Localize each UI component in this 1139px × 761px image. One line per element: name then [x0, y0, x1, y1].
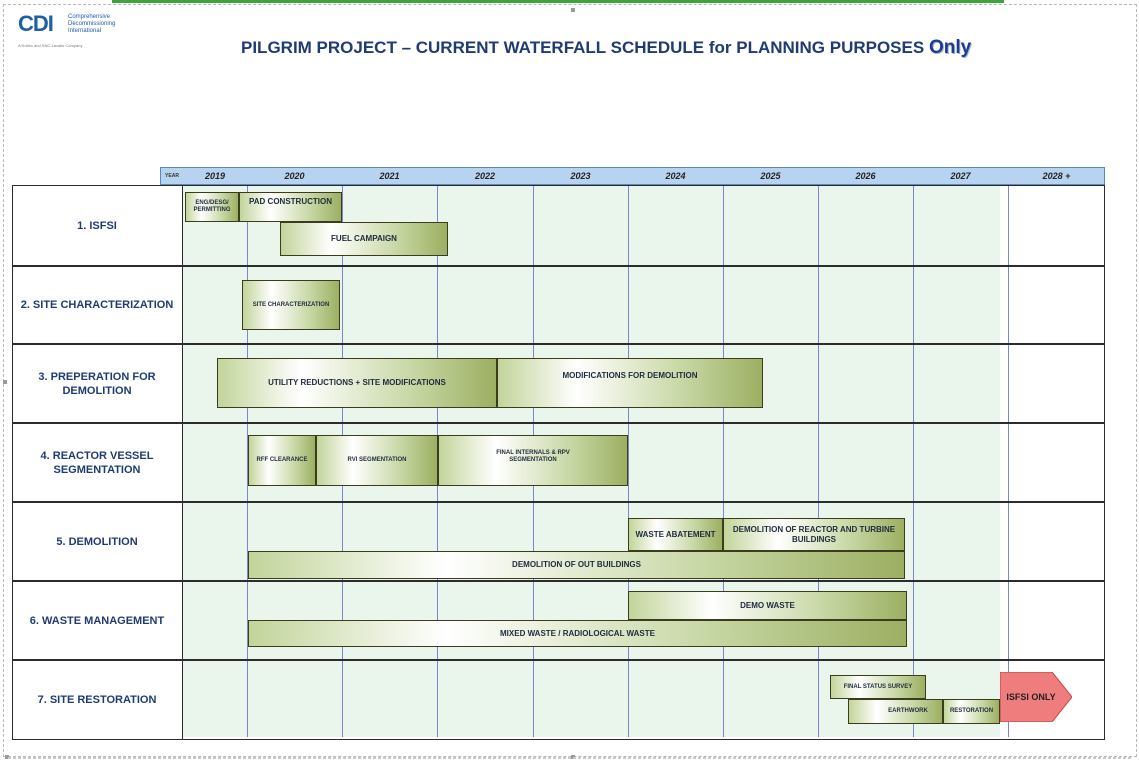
isfsi-only-arrow	[1000, 672, 1072, 722]
year-2020: 2020	[284, 171, 305, 181]
task-eng-permitting: ENG/DESG/ PERMITTING	[185, 192, 239, 222]
row-label: 2. SITE CHARACTERIZATION	[20, 299, 174, 311]
row-site-restoration	[12, 660, 1105, 740]
task-utility-reductions: UTILITY REDUCTIONS + SITE MODIFICATIONS	[217, 358, 497, 408]
gridline	[913, 185, 914, 737]
gridline	[818, 185, 819, 737]
logo-subline: A Holtec and SNC-Lavalin Company	[18, 43, 83, 48]
gridline	[628, 185, 629, 737]
year-2027: 2027	[950, 171, 971, 181]
row-preparation-demolition	[12, 344, 1105, 423]
row-reactor-vessel-segmentation	[12, 423, 1105, 502]
company-logo: CDI Comprehensive Decommissioning Intern…	[18, 11, 118, 51]
task-mixed-waste: MIXED WASTE / RADIOLOGICAL WASTE	[248, 620, 907, 647]
task-earthwork: EARTHWORK	[848, 699, 943, 724]
logo-mark: CDI	[18, 11, 54, 36]
task-demolition-out-buildings: DEMOLITION OF OUT BUILDINGS	[248, 551, 905, 579]
bottom-border	[8, 757, 1133, 759]
resize-handle-left[interactable]	[3, 380, 7, 384]
year-2019: 2019	[204, 171, 226, 181]
year-2026: 2026	[855, 171, 876, 181]
row-label: 3. PREPERATION FOR DEMOLITION	[38, 370, 156, 397]
task-demo-waste: DEMO WASTE	[628, 591, 907, 620]
gridline	[247, 185, 248, 737]
year-header	[160, 167, 1105, 185]
year-tag: YEAR	[165, 173, 179, 179]
page-title: PILGRIM PROJECT – CURRENT WATERFALL SCHE…	[241, 37, 971, 59]
task-final-status-survey: FINAL STATUS SURVEY	[830, 675, 926, 699]
year-2024: 2024	[665, 171, 686, 181]
row-demolition	[12, 502, 1105, 581]
row-waste-management	[12, 581, 1105, 660]
task-waste-abatement: WASTE ABATEMENT	[628, 518, 723, 551]
label-column-divider	[182, 185, 183, 740]
task-modifications-demolition: MODIFICATIONS FOR DEMOLITION	[497, 358, 763, 408]
task-pad-construction: PAD CONSTRUCTION	[239, 192, 342, 222]
isfsi-only-label: ISFSI ONLY	[1006, 692, 1056, 702]
year-2023: 2023	[570, 171, 591, 181]
gridline	[723, 185, 724, 737]
year-2021: 2021	[379, 171, 400, 181]
selection-top-bar	[112, 0, 1004, 3]
task-final-internals: FINAL INTERNALS & RPV SEGMENTATION	[438, 435, 628, 486]
title-emphasis: Only	[928, 37, 972, 58]
task-site-characterization: SITE CHARACTERIZATION	[242, 280, 340, 330]
gridline	[1008, 185, 1009, 737]
task-fuel-campaign: FUEL CAMPAIGN	[280, 222, 448, 256]
row-label: 4. REACTOR VESSEL SEGMENTATION	[40, 449, 154, 476]
row-isfsi	[12, 185, 1105, 266]
row-label: 6. WASTE MANAGEMENT	[29, 614, 165, 627]
resize-handle-top[interactable]	[571, 8, 575, 12]
task-restoration: RESTORATION	[943, 699, 1000, 724]
row-label: 7. SITE RESTORATION	[37, 694, 157, 706]
row-site-characterization	[12, 266, 1105, 344]
title-main: PILGRIM PROJECT – CURRENT WATERFALL SCHE…	[241, 38, 925, 57]
year-2028-plus: 2028 +	[1042, 171, 1071, 181]
year-2025: 2025	[760, 171, 781, 181]
logo-name: Comprehensive Decommissioning Internatio…	[68, 14, 116, 34]
task-demolition-reactor-turbine: DEMOLITION OF REACTOR AND TURBINE BUILDI…	[723, 518, 905, 551]
task-rvi-segmentation: RVI SEGMENTATION	[316, 435, 438, 486]
resize-handle-bottom-left[interactable]	[5, 755, 9, 759]
row-label: 1. ISFSI	[77, 219, 117, 232]
row-label: 5. DEMOLITION	[56, 535, 138, 548]
task-rff-clearance: RFF CLEARANCE	[248, 435, 316, 486]
year-2022: 2022	[474, 171, 496, 181]
